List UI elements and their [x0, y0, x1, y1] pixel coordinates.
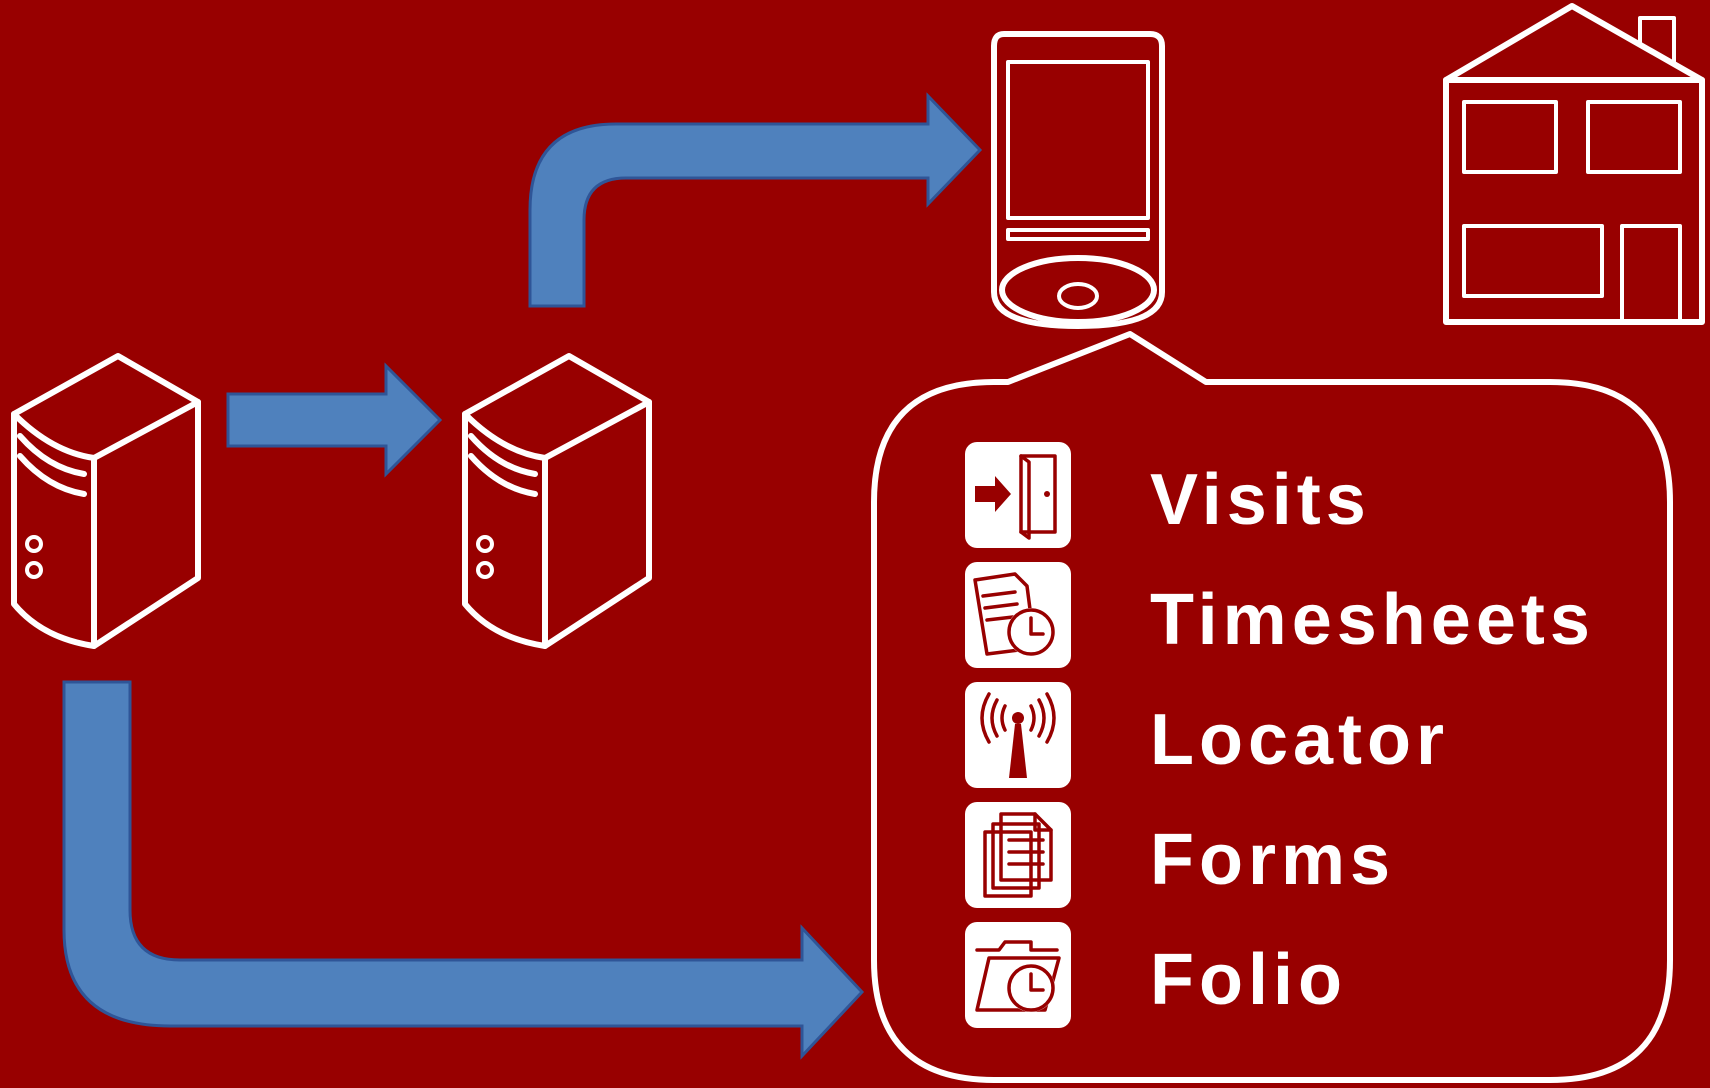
house-icon — [1443, 3, 1705, 325]
menu-item-label: Visits — [1150, 460, 1371, 540]
arrow-server-to-server — [226, 362, 443, 478]
door-enter-icon — [965, 442, 1071, 548]
arrow-server-to-menu — [62, 680, 865, 1060]
handheld-device-icon — [991, 31, 1165, 329]
menu-item-label: Forms — [1150, 820, 1395, 900]
folder-clock-icon — [965, 922, 1071, 1028]
menu-item-label: Locator — [1150, 700, 1449, 780]
stacked-documents-icon — [965, 802, 1071, 908]
server-icon — [11, 353, 201, 649]
arrow-group — [62, 92, 983, 1060]
server-icon — [462, 353, 652, 649]
arrow-server-to-handheld — [528, 92, 983, 308]
menu-item-folio[interactable]: Folio — [965, 922, 1347, 1028]
menu-item-label: Folio — [1150, 940, 1347, 1020]
menu-item-timesheets[interactable]: Timesheets — [965, 562, 1595, 668]
menu-item-visits[interactable]: Visits — [965, 442, 1371, 548]
signal-tower-icon — [965, 682, 1071, 788]
menu-item-locator[interactable]: Locator — [965, 682, 1449, 788]
menu-item-label: Timesheets — [1150, 580, 1595, 660]
menu-callout-bubble — [871, 331, 1673, 1083]
document-clock-icon — [965, 562, 1071, 668]
menu-item-forms[interactable]: Forms — [965, 802, 1395, 908]
